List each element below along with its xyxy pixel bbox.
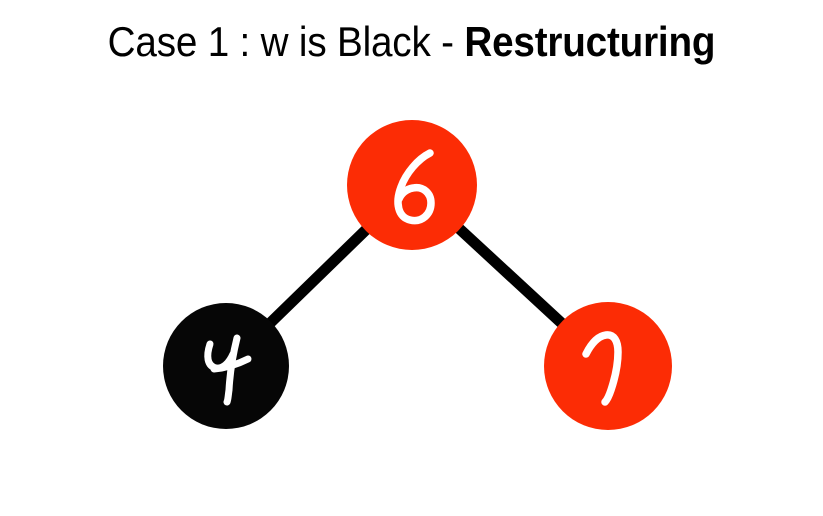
node-right-key-glyph: [582, 331, 622, 406]
page-title: Case 1 : w is Black - Restructuring: [33, 14, 790, 70]
node-right[interactable]: [544, 302, 672, 430]
node-root[interactable]: [347, 120, 477, 250]
node-left[interactable]: [163, 303, 289, 429]
page-title-bold-text: Restructuring: [464, 18, 716, 65]
node-left-key-glyph: [204, 334, 252, 406]
node-root-key-glyph: [394, 149, 435, 225]
page-title-normal-text: Case 1 : w is Black -: [107, 18, 465, 65]
node-right-circle[interactable]: [544, 302, 672, 430]
